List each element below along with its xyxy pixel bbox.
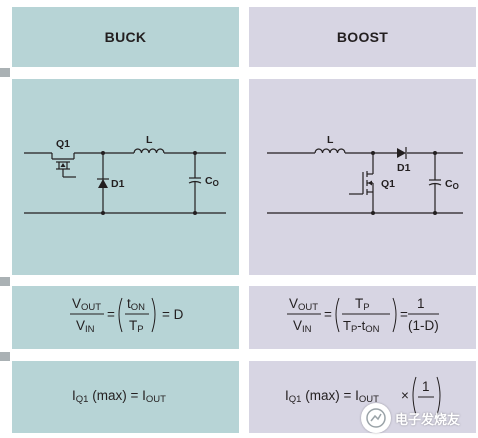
watermark-logo-icon: [360, 403, 391, 433]
boost-inductor-label: L: [327, 134, 334, 146]
boost-ratio-equation: VOUT VIN = TP TP-tON = 1 (1-D): [287, 296, 439, 335]
right-paren: [436, 376, 441, 416]
boost-one: 1: [417, 296, 425, 311]
equals-sign: =: [400, 307, 408, 322]
buck-header: BUCK: [12, 7, 239, 67]
row-divider-tick: [0, 277, 10, 286]
buck-vout: VOUT: [72, 296, 101, 313]
boost-current-one: 1: [422, 379, 430, 394]
boost-ratio-panel: VOUT VIN = TP TP-tON = 1 (1-D): [249, 286, 476, 349]
boost-header: BOOST: [249, 7, 476, 67]
watermark-text: 电子发烧友: [394, 411, 460, 427]
buck-duty-result: = D: [162, 307, 184, 322]
boost-diode-label: D1: [397, 162, 411, 174]
buck-diode: [97, 151, 109, 215]
boost-tp-num: TP: [355, 296, 370, 313]
buck-vin: VIN: [76, 318, 95, 335]
equals-sign: =: [107, 307, 115, 322]
left-paren: [118, 297, 123, 333]
boost-circuit-diagram: L Q1 D1: [267, 134, 463, 215]
boost-q1-mosfet: [349, 151, 375, 215]
buck-capacitor: [188, 151, 202, 215]
boost-tp-ton: TP-tON: [343, 318, 380, 335]
watermark: 电子发烧友: [360, 403, 460, 433]
boost-diode: [397, 147, 407, 159]
buck-inductor-label: L: [146, 134, 153, 146]
boost-q1-label: Q1: [381, 178, 395, 190]
row-divider-tick: [0, 68, 10, 77]
buck-circuit-panel: Q1 L D1 CO: [12, 79, 239, 275]
right-paren: [151, 297, 156, 333]
buck-circuit-diagram: Q1 L D1 CO: [24, 134, 226, 215]
buck-diode-label: D1: [111, 178, 125, 190]
boost-vin: VIN: [293, 318, 312, 335]
buck-ratio-equation: VOUT VIN = tON TP = D: [70, 296, 184, 335]
boost-inductor: [314, 148, 346, 154]
buck-tp: TP: [129, 318, 144, 335]
buck-inductor: [133, 148, 165, 154]
boost-iq1-max: IQ1 (max) = IOUT: [285, 388, 379, 405]
boost-title: BOOST: [336, 29, 389, 45]
left-paren: [335, 297, 340, 333]
boost-capacitor: [428, 151, 442, 215]
buck-current-panel: IQ1 (max) = IOUT: [12, 361, 239, 433]
buck-capacitor-label: CO: [205, 175, 219, 188]
buck-q1-label: Q1: [56, 138, 70, 150]
boost-vout: VOUT: [289, 296, 318, 313]
row-divider-tick: [0, 352, 10, 361]
boost-circuit-panel: L Q1 D1: [249, 79, 476, 275]
buck-current-equation: IQ1 (max) = IOUT: [72, 388, 166, 405]
buck-ton: tON: [127, 296, 145, 313]
buck-ratio-panel: VOUT VIN = tON TP = D: [12, 286, 239, 349]
boost-current-equation: IQ1 (max) = IOUT × 1: [285, 376, 441, 416]
left-paren: [412, 376, 417, 416]
times-sign: ×: [401, 388, 409, 403]
right-paren: [392, 297, 397, 333]
buck-iq1-max: IQ1 (max) = IOUT: [72, 388, 166, 405]
boost-capacitor-label: CO: [445, 178, 459, 191]
buck-q1-mosfet: [51, 153, 76, 178]
equals-sign: =: [324, 307, 332, 322]
buck-title: BUCK: [104, 29, 147, 45]
boost-one-minus-d: (1-D): [408, 318, 439, 333]
